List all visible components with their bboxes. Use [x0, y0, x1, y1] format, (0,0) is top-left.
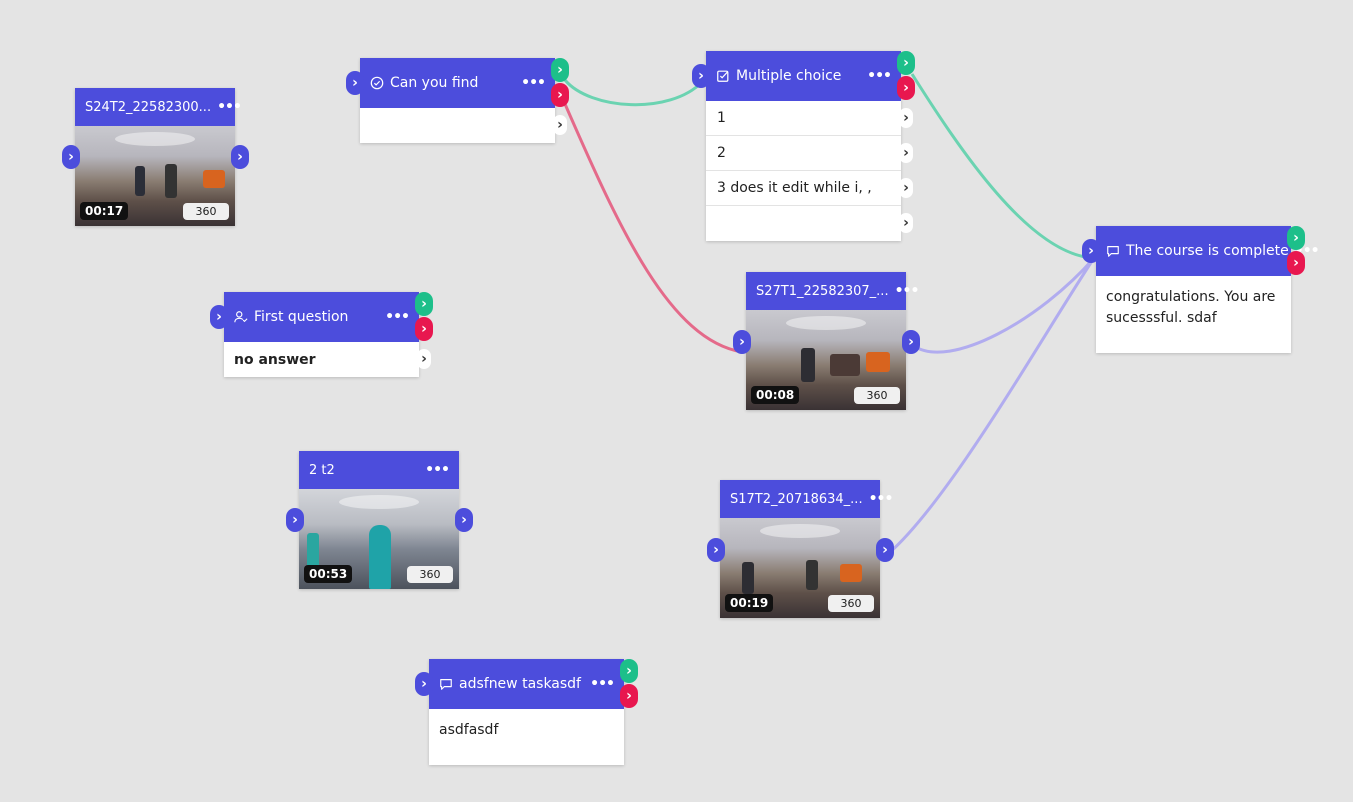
- output-port[interactable]: ›: [231, 145, 249, 169]
- failure-port[interactable]: ›: [620, 684, 638, 708]
- success-port[interactable]: ›: [897, 51, 915, 75]
- video-thumbnail[interactable]: 00:17 360: [75, 126, 235, 226]
- node-header[interactable]: adsfnew taskasdf •••: [429, 659, 624, 709]
- input-port[interactable]: ›: [733, 330, 751, 354]
- video-thumbnail[interactable]: 00:19 360: [720, 518, 880, 618]
- failure-port[interactable]: ›: [897, 76, 915, 100]
- failure-port[interactable]: ›: [415, 317, 433, 341]
- node-title: S27T1_22582307_...: [756, 283, 889, 299]
- option-port[interactable]: ›: [899, 143, 913, 163]
- option-list: 1 2 3 does it edit while i, ,: [706, 101, 901, 241]
- node-header[interactable]: 2 t2 •••: [299, 451, 459, 489]
- node-title: The course is complete: [1126, 243, 1289, 259]
- node-title: Can you find: [390, 75, 479, 91]
- success-port[interactable]: ›: [415, 292, 433, 316]
- option-row[interactable]: 3 does it edit while i, ,: [706, 171, 901, 206]
- message-icon: [1107, 246, 1119, 257]
- success-port[interactable]: ›: [620, 659, 638, 683]
- user-check-icon: [234, 311, 248, 323]
- input-port[interactable]: ›: [286, 508, 304, 532]
- answer-port[interactable]: ›: [553, 115, 567, 135]
- output-port[interactable]: ›: [902, 330, 920, 354]
- message-body: congratulations. You are sucesssful. sda…: [1096, 276, 1291, 353]
- 360-badge: 360: [828, 595, 874, 612]
- node-title: 2 t2: [309, 462, 335, 478]
- failure-port[interactable]: ›: [1287, 251, 1305, 275]
- option-port[interactable]: ›: [899, 108, 913, 128]
- video-node-s27[interactable]: S27T1_22582307_... ••• 00:08 360 › ›: [733, 272, 920, 410]
- success-port[interactable]: ›: [551, 58, 569, 82]
- answer-port[interactable]: ›: [417, 349, 431, 369]
- question-node-can-you-find[interactable]: Can you find ••• › › › ›: [346, 58, 569, 143]
- duration-badge: 00:08: [751, 386, 800, 404]
- node-title: First question: [254, 309, 349, 325]
- output-port[interactable]: ›: [876, 538, 894, 562]
- message-body: asdfasdf: [429, 709, 624, 765]
- more-options-icon[interactable]: •••: [590, 676, 615, 692]
- answer-row[interactable]: no answer: [234, 351, 316, 368]
- video-thumbnail[interactable]: 00:08 360: [746, 310, 906, 410]
- node-title: Multiple choice: [736, 68, 842, 84]
- node-header[interactable]: First question •••: [224, 292, 419, 342]
- answer-list: no answer: [224, 342, 419, 377]
- edge-s17-to-course-complete[interactable]: [887, 257, 1096, 556]
- output-port[interactable]: ›: [455, 508, 473, 532]
- success-port[interactable]: ›: [1287, 226, 1305, 250]
- message-node-adsfnew[interactable]: adsfnew taskasdf ••• asdfasdf › › ›: [415, 659, 638, 765]
- node-title: S17T2_20718634_...: [730, 491, 863, 507]
- option-row[interactable]: [706, 206, 901, 241]
- option-row[interactable]: 2: [706, 136, 901, 171]
- edge-can-you-find-to-multiple-choice[interactable]: [563, 79, 704, 107]
- question-node-multiple-choice[interactable]: Multiple choice ••• 1 2 3 does it edit w…: [692, 51, 915, 241]
- option-port[interactable]: ›: [899, 213, 913, 233]
- checkbox-icon: [717, 70, 729, 82]
- answer-row[interactable]: [360, 108, 555, 143]
- node-header[interactable]: S17T2_20718634_... •••: [720, 480, 893, 518]
- input-port[interactable]: ›: [210, 305, 228, 329]
- failure-port[interactable]: ›: [551, 83, 569, 107]
- more-options-icon[interactable]: •••: [894, 283, 920, 299]
- input-port[interactable]: ›: [415, 672, 433, 696]
- more-options-icon[interactable]: •••: [217, 99, 242, 115]
- duration-badge: 00:17: [80, 202, 129, 220]
- more-options-icon[interactable]: •••: [867, 68, 892, 84]
- question-node-first-question[interactable]: First question ••• no answer › › › ›: [210, 292, 433, 377]
- node-header[interactable]: S24T2_22582300... •••: [75, 88, 242, 126]
- edge-s27-to-course-complete[interactable]: [913, 257, 1096, 354]
- input-port[interactable]: ›: [707, 538, 725, 562]
- input-port[interactable]: ›: [62, 145, 80, 169]
- 360-badge: 360: [854, 387, 900, 404]
- duration-badge: 00:53: [304, 565, 353, 583]
- more-options-icon[interactable]: •••: [385, 309, 410, 325]
- video-node-s17[interactable]: S17T2_20718634_... ••• 00:19 360 › ›: [707, 480, 894, 618]
- video-node-s24[interactable]: S24T2_22582300... ••• 00:17 360 › ›: [62, 88, 249, 226]
- check-circle-icon: [370, 76, 384, 90]
- node-header[interactable]: Can you find •••: [360, 58, 555, 108]
- video-node-2t2[interactable]: 2 t2 ••• 00:53 360 › ›: [286, 451, 473, 589]
- duration-badge: 00:19: [725, 594, 774, 612]
- node-title: S24T2_22582300...: [85, 99, 212, 115]
- 360-badge: 360: [407, 566, 453, 583]
- option-port[interactable]: ›: [899, 178, 913, 198]
- node-header[interactable]: The course is complete •••: [1096, 226, 1320, 276]
- node-title: adsfnew taskasdf: [459, 676, 581, 692]
- node-header[interactable]: Multiple choice •••: [706, 51, 901, 101]
- 360-badge: 360: [183, 203, 229, 220]
- more-options-icon[interactable]: •••: [868, 491, 894, 507]
- more-options-icon[interactable]: •••: [521, 75, 546, 91]
- input-port[interactable]: ›: [346, 71, 364, 95]
- video-thumbnail[interactable]: 00:53 360: [299, 489, 459, 589]
- message-icon: [440, 679, 452, 690]
- option-row[interactable]: 1: [706, 101, 901, 136]
- message-node-course-complete[interactable]: The course is complete ••• congratulatio…: [1082, 226, 1320, 353]
- node-header[interactable]: S27T1_22582307_... •••: [746, 272, 919, 310]
- edge-multiple-choice-to-course-complete[interactable]: [910, 73, 1095, 260]
- more-options-icon[interactable]: •••: [425, 462, 450, 478]
- input-port[interactable]: ›: [1082, 239, 1100, 263]
- input-port[interactable]: ›: [692, 64, 710, 88]
- answer-list: [360, 108, 555, 143]
